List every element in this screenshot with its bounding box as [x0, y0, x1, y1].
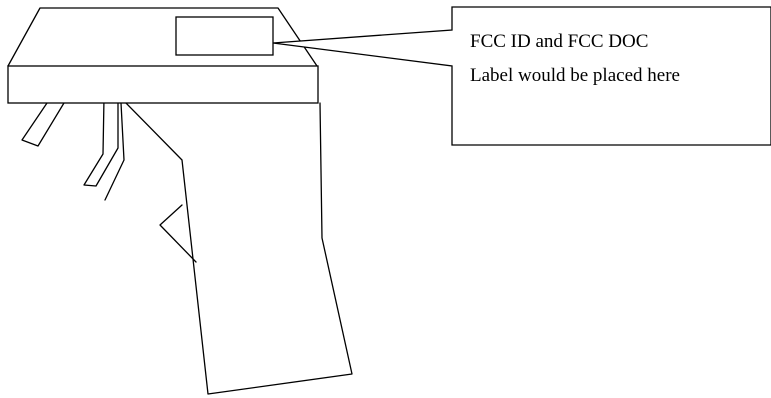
fcc-label-area: [175, 16, 274, 56]
handle-inner-edge: [104, 102, 125, 201]
handle-notch: [159, 204, 197, 263]
callout-text-line-1: FCC ID and FCC DOC: [470, 31, 649, 52]
scanner-trigger: [21, 97, 119, 187]
scanner-head-top: [7, 7, 318, 67]
scanner-head-body: [7, 65, 319, 104]
scanner-handle: [125, 102, 353, 395]
callout-box: [272, 6, 771, 146]
callout-text-line-2: Label would be placed here: [470, 65, 680, 86]
